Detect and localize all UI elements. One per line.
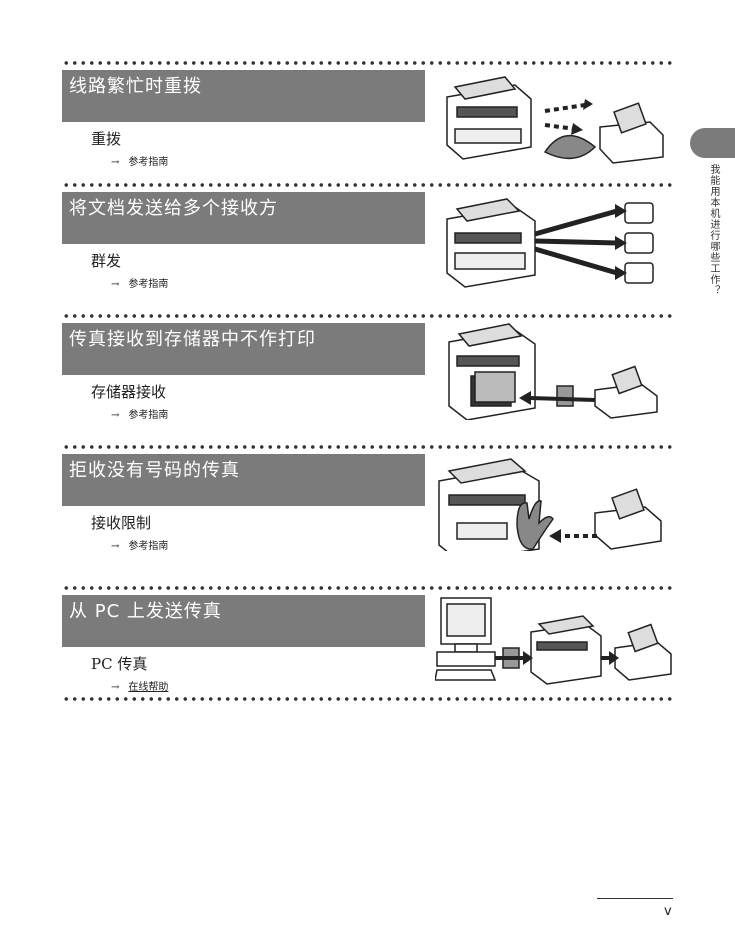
dotted-separator: [62, 585, 674, 591]
pc-fax-illustration: [435, 597, 672, 685]
chapter-tab: [690, 128, 735, 158]
reference: → 参考指南: [111, 275, 168, 290]
section-title-bar: 拒收没有号码的传真: [62, 454, 425, 506]
section-title-bar: 从 PC 上发送传真: [62, 595, 425, 647]
feature-name: 存储器接收: [91, 383, 167, 401]
feature-name: PC 传真: [91, 655, 148, 673]
section-title: 线路繁忙时重拨: [69, 76, 202, 97]
reference-label: 参考指南: [128, 157, 169, 168]
reject-fax-illustration: [438, 458, 662, 551]
feature-name: 接收限制: [91, 514, 152, 532]
footer-rule: [597, 898, 673, 899]
arrow-icon: →: [111, 157, 120, 168]
section-title: 传真接收到存储器中不作打印: [69, 329, 316, 350]
online-help-link[interactable]: 在线帮助: [128, 682, 169, 693]
chapter-tab-label: 我能用本机进行哪些工作？: [708, 164, 719, 296]
arrow-icon: →: [111, 682, 120, 693]
section-title-bar: 将文档发送给多个接收方: [62, 192, 425, 244]
memory-receive-illustration: [448, 323, 658, 420]
reference-label: 参考指南: [128, 410, 169, 421]
dotted-separator: [62, 696, 674, 702]
reference: → 参考指南: [111, 153, 168, 168]
section-title-bar: 传真接收到存储器中不作打印: [62, 323, 425, 375]
arrow-icon: →: [111, 279, 120, 290]
reference: → 在线帮助: [111, 678, 168, 693]
reference-label: 参考指南: [128, 541, 169, 552]
reference: → 参考指南: [111, 406, 168, 421]
dotted-separator: [62, 444, 674, 450]
feature-name: 群发: [91, 252, 122, 270]
reference-label: 参考指南: [128, 279, 169, 290]
section-title: 拒收没有号码的传真: [69, 460, 240, 481]
redial-illustration: [446, 76, 664, 164]
arrow-icon: →: [111, 410, 120, 421]
reference: → 参考指南: [111, 537, 168, 552]
dotted-separator: [62, 60, 674, 66]
page-number: v: [664, 904, 672, 919]
section-title: 从 PC 上发送传真: [69, 601, 222, 622]
section-title-bar: 线路繁忙时重拨: [62, 70, 425, 122]
arrow-icon: →: [111, 541, 120, 552]
section-title: 将文档发送给多个接收方: [69, 198, 278, 219]
broadcast-illustration: [446, 198, 654, 288]
dotted-separator: [62, 182, 674, 188]
feature-name: 重拨: [91, 130, 122, 148]
dotted-separator: [62, 313, 674, 319]
